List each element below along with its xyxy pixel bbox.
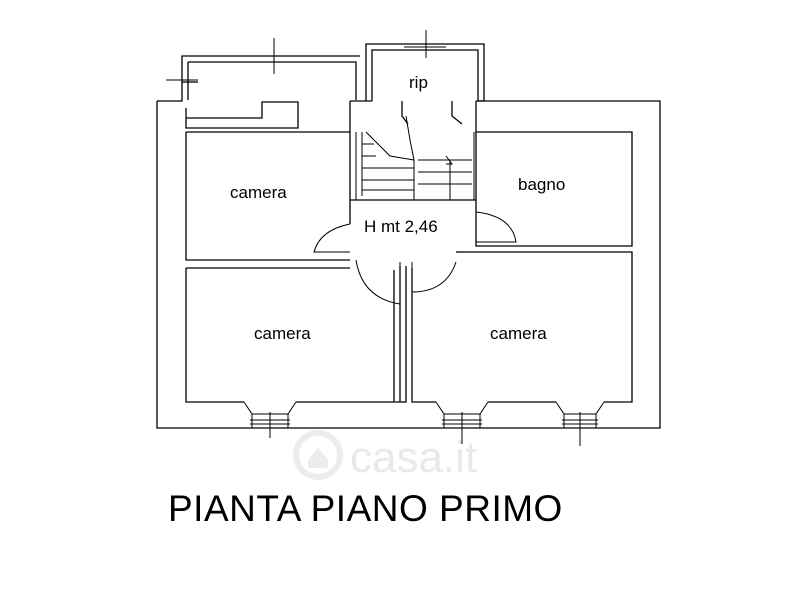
room-bagno (475, 101, 633, 247)
stair-core (313, 115, 517, 305)
axis-markers (166, 30, 592, 446)
label-rip: rip (409, 73, 428, 92)
outer-walls (156, 43, 661, 429)
label-camera-top-left: camera (230, 183, 287, 202)
windows (243, 43, 605, 428)
watermark: casa.it (293, 430, 477, 482)
plan-title: PIANTA PIANO PRIMO (168, 488, 563, 529)
room-camera-top-left (185, 101, 351, 261)
room-camera-bottom-left (185, 266, 407, 403)
room-camera-bottom-right (411, 251, 633, 403)
watermark-text: casa.it (350, 433, 477, 482)
label-camera-bottom-right: camera (490, 324, 547, 343)
height-note: H mt 2,46 (364, 217, 438, 236)
label-camera-bottom-left: camera (254, 324, 311, 343)
label-bagno: bagno (518, 175, 565, 194)
